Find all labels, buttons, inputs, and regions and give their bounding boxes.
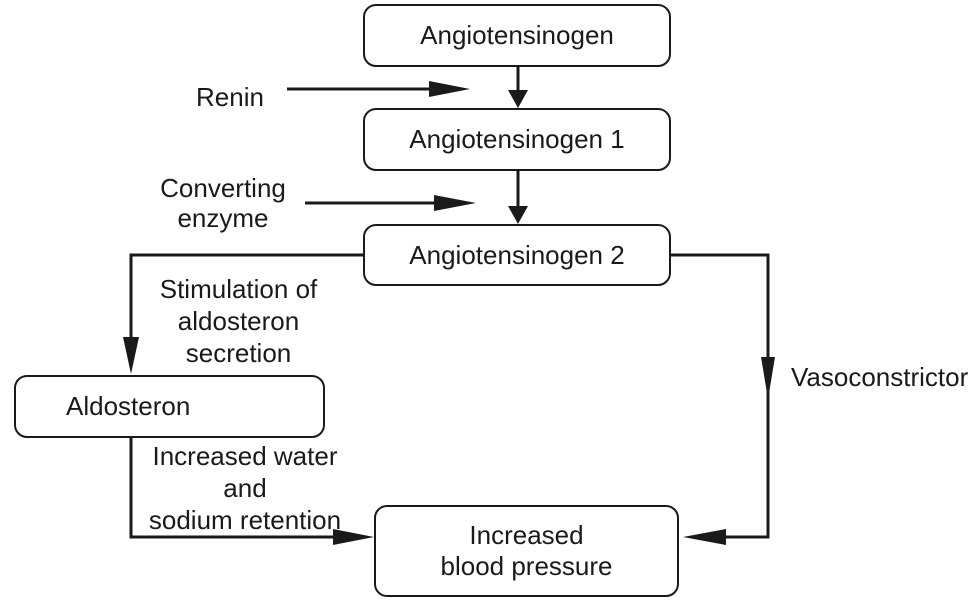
arrow-angiotensinogen-2-to-aldosteron-icon bbox=[123, 253, 363, 374]
label-renin: Renin bbox=[196, 82, 264, 112]
node-increased-blood-pressure-label-line-2: blood pressure bbox=[440, 551, 613, 581]
label-stimulation-line-2: aldosteron bbox=[177, 306, 300, 336]
label-water-retention-line-2: and bbox=[223, 473, 267, 503]
node-aldosteron: Aldosteron bbox=[14, 375, 325, 438]
node-increased-blood-pressure: Increased blood pressure bbox=[374, 505, 679, 597]
label-water-retention-line-3: sodium retention bbox=[148, 505, 342, 535]
arrow-angiotensinogen-1-to-angiotensinogen-2-icon bbox=[508, 171, 528, 224]
node-angiotensinogen-1-label: Angiotensinogen 1 bbox=[409, 124, 625, 154]
node-angiotensinogen-2: Angiotensinogen 2 bbox=[363, 224, 671, 286]
node-increased-blood-pressure-label-line-1: Increased bbox=[469, 520, 584, 550]
label-stimulation-line-3: secretion bbox=[185, 338, 292, 368]
label-converting-enzyme-line-1: Converting bbox=[160, 173, 286, 203]
node-angiotensinogen-label: Angiotensinogen bbox=[420, 20, 614, 50]
label-converting-enzyme-line-2: enzyme bbox=[177, 203, 269, 233]
label-water-retention-line-1: Increased water bbox=[152, 441, 338, 471]
arrow-converting-enzyme-icon bbox=[305, 195, 476, 211]
arrow-angiotensinogen-2-to-increased-blood-pressure-icon bbox=[671, 253, 775, 545]
node-angiotensinogen-2-label: Angiotensinogen 2 bbox=[409, 239, 625, 270]
arrow-renin-icon bbox=[287, 81, 470, 97]
node-angiotensinogen-1: Angiotensinogen 1 bbox=[363, 108, 671, 171]
label-vasoconstrictor: Vasoconstrictor bbox=[791, 362, 969, 392]
label-stimulation-of-aldosteron-secretion: Stimulation of aldosteron secretion bbox=[136, 273, 341, 369]
node-increased-blood-pressure-label: Increased blood pressure bbox=[441, 520, 613, 582]
label-converting-enzyme: Converting enzyme bbox=[148, 173, 298, 233]
label-stimulation-line-1: Stimulation of bbox=[159, 274, 318, 304]
node-aldosteron-label: Aldosteron bbox=[66, 391, 191, 421]
arrow-angiotensinogen-to-angiotensinogen-1-icon bbox=[508, 67, 528, 108]
label-increased-water-sodium-retention: Increased water and sodium retention bbox=[134, 440, 356, 536]
node-angiotensinogen: Angiotensinogen bbox=[363, 4, 671, 67]
arrow-aldosteron-to-increased-blood-pressure-icon bbox=[129, 438, 374, 545]
